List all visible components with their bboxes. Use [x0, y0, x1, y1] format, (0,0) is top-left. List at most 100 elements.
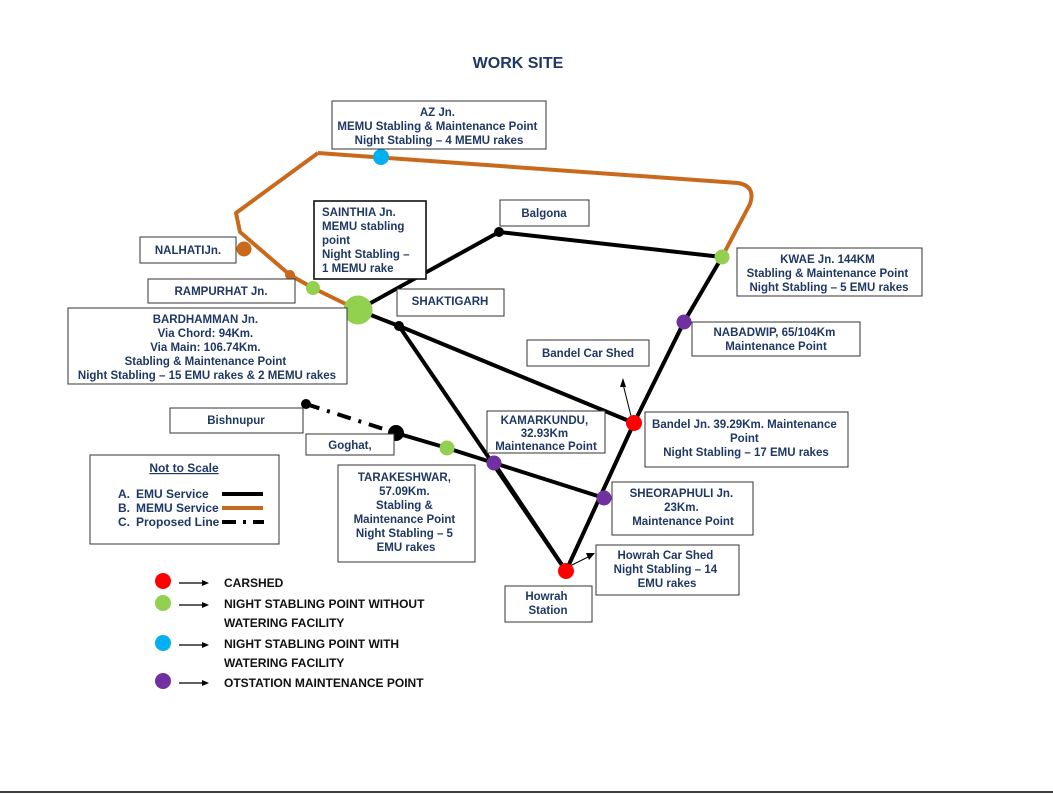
key-no-water-dot: [155, 595, 171, 611]
svg-text:Bishnupur: Bishnupur: [207, 415, 265, 427]
howrah-car-shed-label-box: Howrah Car Shed Night Stabling – 14 EMU …: [595, 544, 740, 596]
kwae-marker: [714, 249, 730, 265]
nabadwip-label-box: NABADWIP, 65/104Km Maintenance Point: [691, 321, 861, 357]
line-legend: Not to Scale A. EMU Service B. MEMU Servic…: [89, 454, 280, 545]
bandel-car-shed-label-box: Bandel Car Shed: [526, 339, 650, 367]
bishnupur-marker: [301, 399, 311, 409]
howrah-car-shed-arrow: [569, 555, 591, 567]
sainthia-label-line: 1 MEMU rake: [322, 263, 394, 275]
key-night-stabling-no-water: NIGHT STABLING POINT WITHOUT WATERING FA…: [155, 595, 425, 630]
svg-text:NABADWIP, 65/104Km Main: NABADWIP, 65/104Km Maintenance Point: [713, 327, 838, 353]
key-night-stabling-water: NIGHT STABLING POINT WITH WATERING FACIL…: [155, 635, 399, 670]
tarakeshwar-marker: [439, 440, 455, 456]
svg-text:RAMPURHAT Jn.: RAMPURHAT Jn.: [174, 286, 267, 298]
sainthia-label-line: Night Stabling –: [322, 249, 410, 261]
kamarkundu-label-box: KAMARKUNDU, 32.93Km Maintenance Point: [486, 410, 606, 454]
key-water-dot: [155, 635, 171, 651]
howrah-marker: [558, 563, 574, 579]
svg-text:A.EMU Service: A. EMU Service: [118, 487, 209, 501]
legend-label: MEMU Service: [136, 501, 219, 515]
az-label-line: AZ Jn.: [420, 107, 455, 119]
svg-text:Howrah Car Shed Night St: Howrah Car Shed Night Stabling – 14 EMU …: [614, 550, 721, 590]
sainthia-label-line: SAINTHIA Jn.: [322, 207, 396, 219]
svg-text:SHAKTIGARH: SHAKTIGARH: [412, 296, 489, 308]
svg-text:NALHATIJn.: NALHATIJn.: [155, 245, 221, 257]
bandel-marker: [626, 415, 642, 431]
bandel-car-shed-arrow: [622, 383, 633, 421]
tarakeshwar-label-box: TARAKESHWAR, 57.09Km. Stabling & Mainten…: [337, 464, 476, 563]
sainthia-label-line: MEMU stabling: [322, 221, 404, 233]
goghat-label-box: Goghat,: [305, 433, 395, 456]
svg-text:AZ Jn. MEMU Stabling & M: AZ Jn. MEMU Stabling & Maintenance Point…: [337, 107, 540, 147]
balgona-marker: [494, 227, 504, 237]
az-label-box: AZ Jn. MEMU Stabling & Maintenance Point…: [331, 100, 547, 150]
diagram-title: WORK SITE: [473, 55, 564, 72]
memu-nalhati-bardhamman-line: [234, 151, 359, 312]
bardhamman-label-box: BARDHAMMAN Jn. Via Chord: 94Km. Via Main…: [67, 307, 348, 385]
howrah-label-box: Howrah Station: [504, 585, 593, 623]
svg-text:CARSHED: CARSHED: [224, 576, 284, 590]
memu-loop-line: [317, 151, 754, 258]
svg-text:B.MEMU Service: B. MEMU Service: [118, 501, 219, 515]
svg-text:Balgona: Balgona: [521, 208, 567, 220]
marker-key: CARSHED NIGHT STABLING POINT WITHOUT WAT…: [155, 573, 425, 690]
svg-text:OTSTATION MAINTENANCE POINT: OTSTATION MAINTENANCE POINT: [224, 676, 424, 690]
memu-lines: [234, 151, 754, 312]
svg-text:BARDHAMMAN Jn. Via Chord: BARDHAMMAN Jn. Via Chord: 94Km. Via Main…: [78, 314, 336, 382]
howrah-car-shed-arrowhead: [586, 553, 595, 560]
emu-goghat-tarakeshwar-sheoraphuli-line: [394, 431, 606, 500]
svg-text:C.Proposed Line: C. Proposed Line: [118, 515, 220, 529]
svg-text:TARAKESHWAR, 57.09Km.: TARAKESHWAR, 57.09Km. Stabling & Mainten…: [354, 472, 459, 554]
kamarkundu-marker: [486, 455, 502, 471]
bardhamman-marker: [343, 295, 373, 325]
svg-text:KWAE Jn. 144KM Stabling: KWAE Jn. 144KM Stabling & Maintenance Po…: [747, 254, 912, 294]
bandel-label-box: Bandel Jn. 39.29Km. Maintenance Point Ni…: [644, 411, 849, 468]
svg-text:SHEORAPHULI Jn. 23Km.: SHEORAPHULI Jn. 23Km. Maintenance Point: [630, 488, 737, 528]
sheoraphuli-label-box: SHEORAPHULI Jn. 23Km. Maintenance Point: [611, 481, 754, 536]
shaktigarh-label-box: SHAKTIGARH: [396, 288, 505, 317]
sheoraphuli-marker: [596, 490, 612, 506]
bishnupur-label-box: Bishnupur: [169, 407, 304, 434]
az-label-line: Night Stabling – 4 MEMU rakes: [355, 135, 524, 147]
station-markers: [236, 149, 730, 579]
az-label-line: MEMU Stabling & Maintenance Point: [337, 121, 537, 133]
legend-label: EMU Service: [136, 487, 209, 501]
emu-shaktigarh-bandel-line: [397, 324, 636, 425]
emu-tarakeshwar-howrah-line: [492, 461, 568, 573]
memu-mid-marker: [285, 270, 295, 280]
legend-title: Not to Scale: [149, 461, 219, 475]
svg-text:NIGHT STABLING POINT WITHOUT: NIGHT STABLING POINT WITHOUT: [224, 597, 425, 611]
rampurhat-marker: [306, 281, 320, 295]
key-carshed: CARSHED: [155, 573, 284, 590]
nalhati-marker: [236, 241, 252, 257]
pointer-arrows: [569, 378, 633, 567]
sainthia-label-box: SAINTHIA Jn. MEMU stabling point Night S…: [313, 200, 427, 280]
nalhati-label-box: NALHATIJn.: [139, 236, 237, 264]
proposed-bishnupur-goghat-line: [305, 402, 397, 435]
bandel-car-shed-arrowhead: [620, 378, 626, 387]
legend-key: B.: [118, 501, 130, 515]
balgona-label-box: Balgona: [499, 199, 590, 227]
key-maintenance-dot: [155, 673, 171, 689]
svg-text:SAINTHIA Jn. MEMU stabli: SAINTHIA Jn. MEMU stabling point Night S…: [322, 207, 413, 275]
svg-text:Bandel Car Shed: Bandel Car Shed: [542, 348, 634, 360]
legend-key: C.: [118, 515, 130, 529]
sainthia-label-line: point: [322, 235, 350, 247]
svg-text:Howrah Station: Howrah Station: [525, 591, 570, 617]
rampurhat-label-box: RAMPURHAT Jn.: [147, 278, 296, 304]
svg-text:Bandel Jn. 39.29Km. Maintenanc: Bandel Jn. 39.29Km. Maintenance Point Ni…: [652, 419, 840, 459]
shaktigarh-marker: [394, 321, 404, 331]
az-marker: [373, 149, 389, 165]
svg-text:WATERING FACILITY: WATERING FACILITY: [224, 616, 344, 630]
svg-text:WATERING FACILITY: WATERING FACILITY: [224, 656, 344, 670]
svg-text:NIGHT STABLING POINT WITH: NIGHT STABLING POINT WITH: [224, 637, 399, 651]
key-carshed-dot: [155, 573, 171, 589]
svg-text:Goghat,: Goghat,: [328, 440, 371, 452]
svg-text:KAMARKUNDU, 32.93Km: KAMARKUNDU, 32.93Km Maintenance Point: [495, 415, 597, 453]
key-maintenance-point: OTSTATION MAINTENANCE POINT: [155, 673, 424, 690]
legend-label: Proposed Line: [136, 515, 220, 529]
nabadwip-marker: [676, 314, 692, 330]
kwae-label-box: KWAE Jn. 144KM Stabling & Maintenance Po…: [736, 247, 923, 297]
legend-key: A.: [118, 487, 130, 501]
